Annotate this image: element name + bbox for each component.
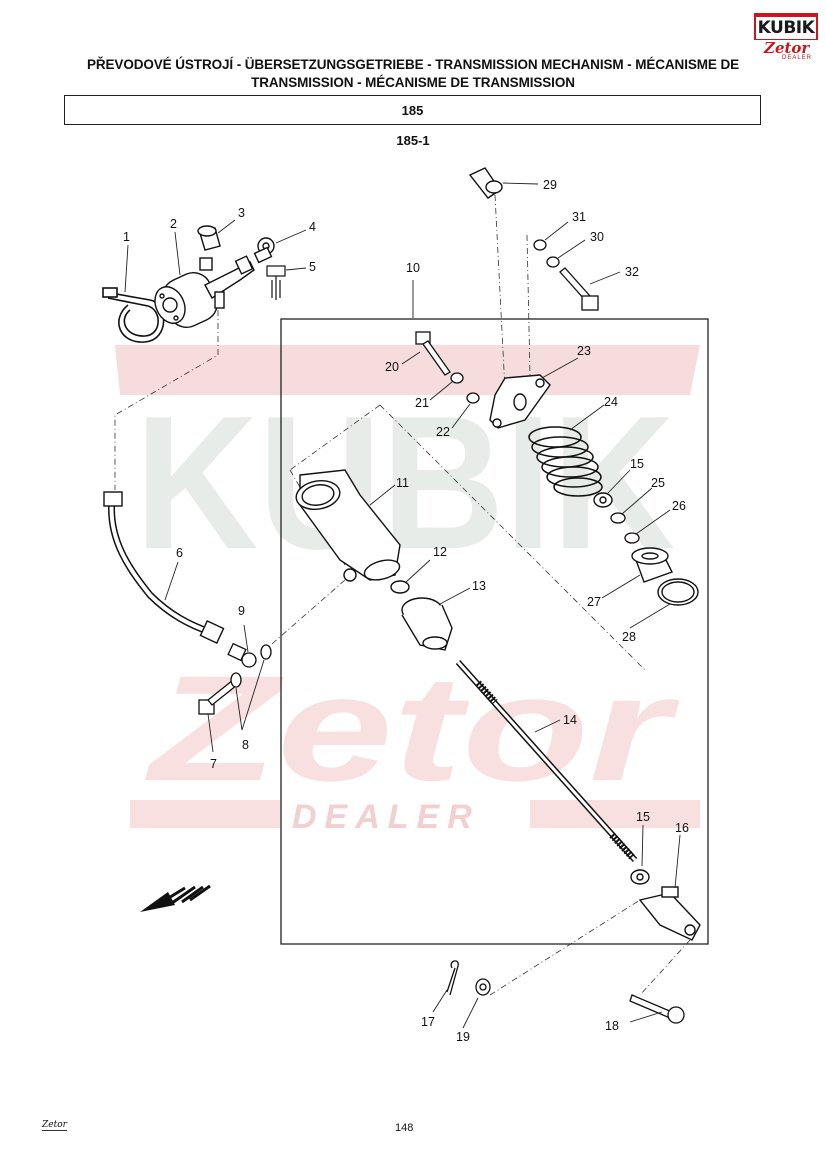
- guide-housing-right: [379, 404, 646, 671]
- part-26-washer: [624, 532, 640, 544]
- section-code-box: 185: [64, 95, 761, 125]
- part-8-washers: [230, 644, 272, 688]
- callout-11: 11: [396, 476, 409, 490]
- part-6-pipe: [103, 491, 225, 644]
- logo-dealer-text: DEALER: [782, 55, 813, 61]
- watermark-red-band: [115, 345, 700, 395]
- part-30-washer: [546, 256, 560, 268]
- part-32-bolt: [559, 267, 599, 311]
- part-25-washer: [610, 512, 626, 524]
- guide-clevis-to-pin: [639, 939, 691, 996]
- callout-31: 31: [572, 210, 586, 224]
- kubik-zetor-logo: KUBIK Zetor DEALER: [754, 13, 818, 63]
- title-line-2: TRANSMISSION - MÉCANISME DE TRANSMISSION: [251, 75, 575, 90]
- callout-16: 16: [675, 821, 689, 835]
- part-24-spring: [528, 426, 603, 497]
- callout-17: 17: [421, 1015, 435, 1029]
- callout-8: 8: [242, 738, 249, 752]
- part-12-o-ring: [390, 580, 410, 594]
- callout-27: 27: [587, 595, 601, 609]
- callout-30: 30: [590, 230, 604, 244]
- page-title: PŘEVODOVÉ ÚSTROJÍ - ÜBERSETZUNGSGETRIEBE…: [60, 56, 766, 92]
- leader-lines: [124, 182, 681, 1029]
- callout-10: 10: [406, 261, 420, 275]
- callout-12: 12: [433, 545, 447, 559]
- part-13-boot: [401, 597, 453, 651]
- part-23-bracket: [489, 374, 551, 429]
- part-1-clamp-strap: [102, 287, 165, 343]
- watermark-dealer: DEALER: [292, 798, 480, 836]
- callout-15-lower: 15: [636, 810, 650, 824]
- callout-6: 6: [176, 546, 183, 560]
- guide-housing-left: [289, 404, 381, 471]
- callout-20: 20: [385, 360, 399, 374]
- part-27-piston: [631, 547, 673, 583]
- logo-zetor-text: Zetor: [764, 39, 810, 57]
- logo-kubik-text: KUBIK: [756, 17, 816, 39]
- guide-housing-to-fitting: [264, 579, 346, 651]
- callout-15-upper: 15: [630, 457, 644, 471]
- part-19-washer: [475, 978, 491, 996]
- callout-labels: 1 2 3 4 5 6 7 8 9 10 11 12 13 14 15 15 1…: [123, 178, 689, 1044]
- callout-4: 4: [309, 220, 316, 234]
- callout-3: 3: [238, 206, 245, 220]
- callout-22: 22: [436, 425, 450, 439]
- guide-valve-to-pipe: [114, 310, 219, 490]
- callout-13: 13: [472, 579, 486, 593]
- part-29-cap: [468, 167, 503, 199]
- part-14-push-rod: [455, 660, 638, 862]
- part-15-nut-lower: [630, 869, 650, 885]
- callout-2: 2: [170, 217, 177, 231]
- watermark: KUBIK Zetor DEALER: [115, 345, 700, 836]
- part-31-washer: [533, 239, 547, 251]
- part-18-pin: [629, 994, 685, 1024]
- callout-7: 7: [210, 757, 217, 771]
- part-28-seal-ring: [657, 578, 699, 606]
- part-22-washer: [466, 392, 480, 404]
- watermark-bar-right: [530, 800, 700, 828]
- part-20-bolt: [415, 331, 451, 376]
- watermark-bar-left: [130, 800, 280, 828]
- guide-washer-to-clevis: [489, 899, 641, 996]
- callout-29: 29: [543, 178, 557, 192]
- footer-zetor-logo: Zetor: [42, 1120, 67, 1131]
- callout-18: 18: [605, 1019, 619, 1033]
- guide-bolt-to-bracket: [526, 234, 531, 376]
- callout-24: 24: [604, 395, 618, 409]
- part-11-housing: [295, 469, 401, 582]
- callout-21: 21: [415, 396, 429, 410]
- callout-32: 32: [625, 265, 639, 279]
- part-4-banjo-fitting: [253, 237, 275, 264]
- callout-9: 9: [238, 604, 245, 618]
- direction-arrow-icon: [140, 884, 211, 912]
- callout-28: 28: [622, 630, 636, 644]
- callout-5: 5: [309, 260, 316, 274]
- callout-25: 25: [651, 476, 665, 490]
- figure-code: 185-1: [396, 133, 430, 148]
- callout-26: 26: [672, 499, 686, 513]
- callout-23: 23: [577, 344, 591, 358]
- page-number: 148: [395, 1122, 414, 1134]
- part-21-washer: [450, 372, 464, 384]
- watermark-zetor: Zetor: [144, 644, 680, 812]
- callout-14: 14: [563, 713, 577, 727]
- callout-19: 19: [456, 1030, 470, 1044]
- section-code: 185: [401, 102, 424, 118]
- title-line-1: PŘEVODOVÉ ÚSTROJÍ - ÜBERSETZUNGSGETRIEBE…: [86, 57, 740, 72]
- part-9-fitting: [227, 642, 257, 668]
- part-16-clevis: [638, 886, 701, 941]
- part-5-screw: [266, 265, 286, 300]
- assembly-frame: [280, 318, 709, 945]
- callout-1: 1: [123, 230, 130, 244]
- part-17-split-pin: [446, 960, 459, 996]
- watermark-kubik: KUBIK: [135, 377, 675, 589]
- part-2-valve-body: [154, 255, 255, 329]
- part-15-nut-upper: [593, 492, 613, 508]
- part-3-cap-nut: [197, 225, 221, 271]
